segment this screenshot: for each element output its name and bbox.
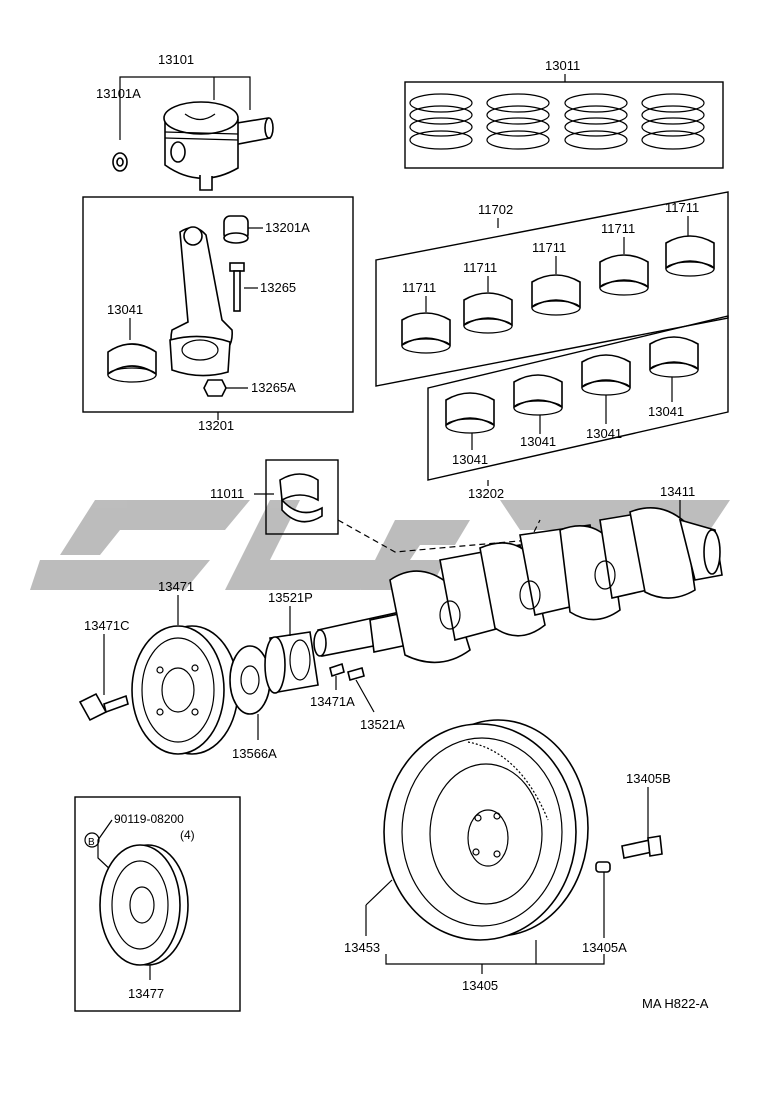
main-bearing-upper-group: 11702 11711 11711 11711 11711 11711	[375, 191, 729, 387]
key-13521A	[347, 667, 365, 681]
label-11711-b: 11711	[463, 260, 497, 275]
label-11011: 11011	[210, 486, 244, 501]
label-13202: 13202	[468, 486, 504, 501]
pulley-bolt-head	[78, 692, 108, 722]
label-13521A: 13521A	[360, 717, 405, 732]
label-13405: 13405	[462, 978, 498, 993]
b-mark	[84, 832, 100, 848]
rod-bolt	[233, 270, 241, 312]
ring-set-2	[486, 93, 550, 150]
rings-box	[404, 81, 724, 169]
thrust-washer-group: 11011	[210, 459, 541, 553]
label-13477: 13477	[128, 986, 164, 1001]
svg-text:B: B	[88, 837, 95, 848]
label-13101: 13101	[158, 52, 194, 67]
rod-bearing-lower-group: 13202 13041 13041 13041 13041	[427, 315, 729, 501]
label-13201A: 13201A	[265, 220, 310, 235]
rod-cap	[169, 335, 231, 377]
label-13405B: 13405B	[626, 771, 671, 786]
label-13041-c: 13041	[586, 426, 622, 441]
label-13265A: 13265A	[251, 380, 296, 395]
flywheel	[383, 723, 577, 941]
label-13041-rod: 13041	[107, 302, 143, 317]
rod-bolt-head	[229, 262, 245, 272]
label-13041-d: 13041	[648, 404, 684, 419]
pulley-bolt	[103, 694, 129, 714]
label-13471C: 13471C	[84, 618, 130, 633]
label-13201: 13201	[198, 418, 234, 433]
pulley-washer	[229, 645, 271, 715]
upper-bearing-shells	[401, 235, 715, 354]
crank-pulley	[131, 625, 225, 755]
label-11711-d: 11711	[601, 221, 635, 236]
lower-bearing-shells	[445, 336, 699, 434]
ring-set-3	[564, 93, 628, 150]
label-11711-c: 11711	[532, 240, 566, 255]
crank-throw-4	[629, 506, 696, 599]
thrust-washer-upper	[279, 473, 319, 502]
flywheel-dowel	[595, 861, 611, 873]
washer-location-line	[337, 519, 541, 553]
label-13566A: 13566A	[232, 746, 277, 761]
label-13011: 13011	[545, 58, 580, 73]
ring-set-1	[409, 93, 473, 150]
thrust-washer-box	[265, 459, 339, 535]
connecting-rod-group: 13201 13201A 13265 13265A 13041	[82, 196, 354, 433]
label-13041-b: 13041	[520, 434, 556, 449]
piston-rings-group: 13011	[404, 58, 724, 169]
piston-group: 13101 13101A	[96, 52, 274, 191]
alt-pulley-box	[74, 796, 241, 1012]
label-13411: 13411	[660, 484, 695, 499]
ring-set-4	[641, 93, 705, 150]
rod-bearing-lower-box	[427, 315, 729, 481]
crank-pulley-group: 13471 13471C	[78, 579, 239, 755]
crankshaft-group: 13411	[313, 484, 723, 664]
rod-nut	[203, 379, 227, 397]
label-90119: 90119-08200	[114, 812, 184, 826]
label-13041-a: 13041	[452, 452, 488, 467]
label-13265: 13265	[260, 280, 296, 295]
label-13521P: 13521P	[268, 590, 313, 605]
timing-gear-group: 13566A 13521P 13471A 13521A	[229, 590, 405, 761]
label-11711-a: 11711	[402, 280, 436, 295]
alt-pulley-group: B 90119-08200 (4) 13477	[74, 796, 241, 1012]
ring-gear-teeth	[467, 741, 549, 821]
flywheel-group: 13453 13405 13405B 13405A	[344, 719, 671, 993]
thrust-washer-lower	[281, 497, 323, 523]
piston-crown	[163, 101, 239, 135]
label-13453: 13453	[344, 940, 380, 955]
diagram-code: MA H822-A	[642, 996, 709, 1011]
flywheel-bolt	[621, 839, 653, 859]
key-13471A	[329, 662, 345, 678]
label-11702: 11702	[478, 202, 513, 217]
leader-13101	[119, 76, 251, 140]
label-13471A: 13471A	[310, 694, 355, 709]
label-13101A: 13101A	[96, 86, 141, 101]
label-13471: 13471	[158, 579, 194, 594]
label-13405A: 13405A	[582, 940, 627, 955]
label-11711-e: 11711	[665, 200, 699, 215]
label-90119-qty: (4)	[180, 828, 195, 842]
